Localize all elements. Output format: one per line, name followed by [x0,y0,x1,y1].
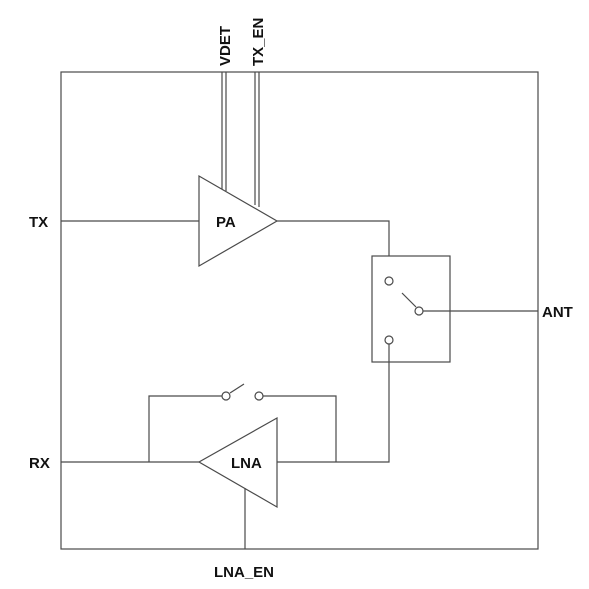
tx-en-line [254,72,260,207]
vdet-line [221,72,227,191]
pa-label: PA [216,214,236,231]
tx-label: TX [29,214,48,231]
antenna-switch-box [371,255,451,363]
lna-label: LNA [231,455,262,472]
switch-blade [401,292,417,308]
vdet-label: VDET [217,26,234,66]
bypass-switch-left-contact [221,391,231,401]
bypass-right-line [263,395,337,462]
lna-en-label: LNA_EN [214,564,274,581]
switch-common-contact [414,306,424,316]
tx-en-label: TX_EN [250,18,267,66]
pa-amplifier [198,174,279,268]
ant-label: ANT [542,304,573,321]
switch-tx-contact [384,276,394,286]
bypass-switch-right-contact [254,391,264,401]
switch-rx-contact [384,335,394,345]
rx-label: RX [29,455,50,472]
lna-amplifier [197,416,278,509]
bypass-left-line [148,395,222,462]
bypass-switch-blade [229,383,245,394]
switch-to-lna-line [277,344,390,463]
